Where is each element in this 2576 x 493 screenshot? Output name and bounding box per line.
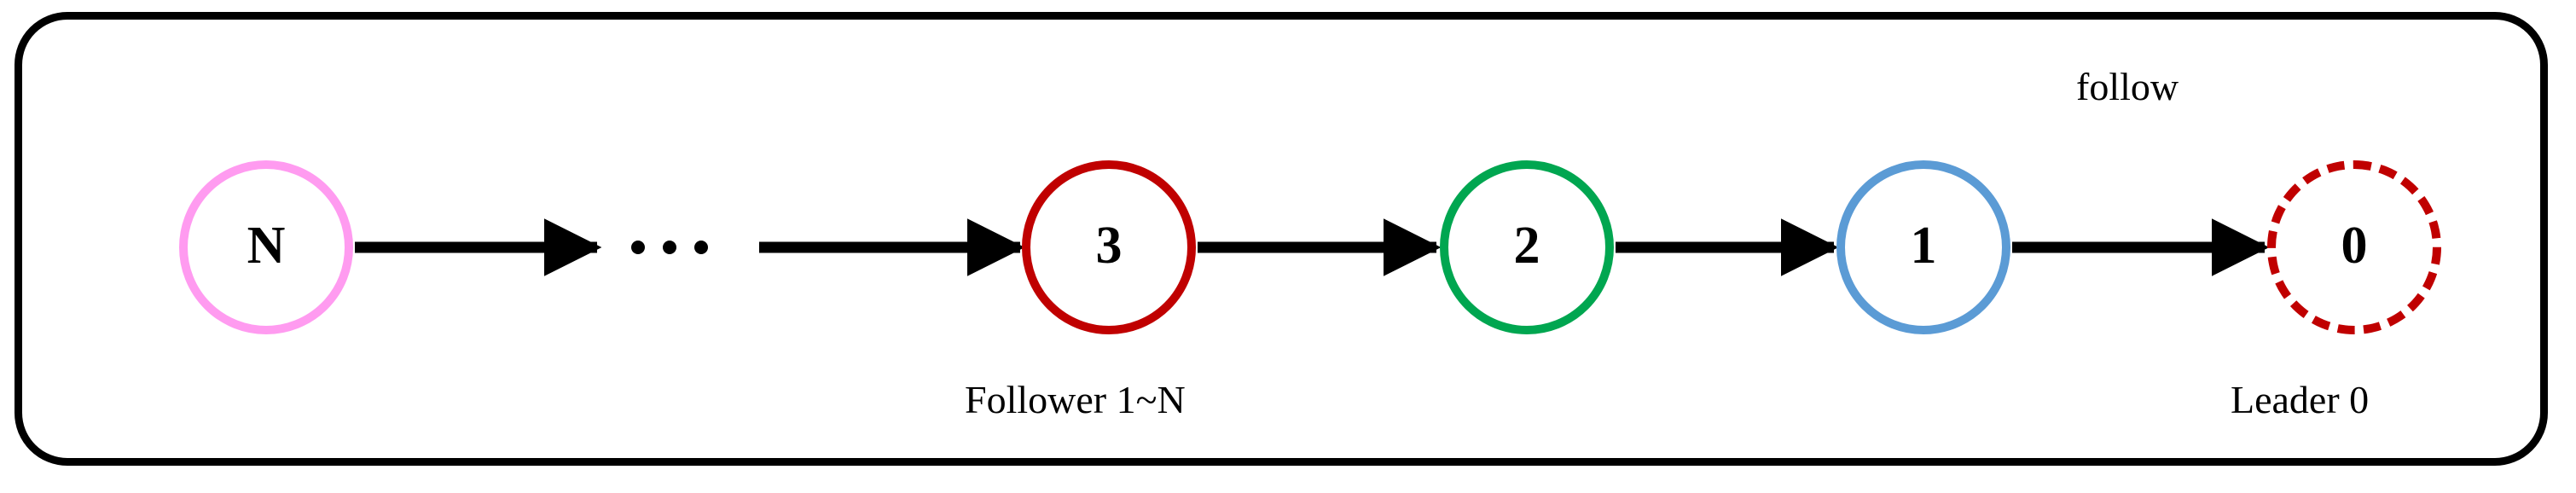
node-label-n: N [247,217,286,275]
ellipsis-dot-1 [631,241,645,254]
group-label-followers: Follower 1~N [965,378,1186,421]
node-follower-2[interactable]: 2 [1440,160,1614,334]
node-leader-0[interactable]: 0 [2267,160,2441,334]
diagram-frame [15,12,2548,466]
node-follower-3[interactable]: 3 [1022,160,1196,334]
node-label-1: 1 [1910,217,1937,275]
node-label-3: 3 [1095,217,1123,275]
node-label-2: 2 [1513,217,1540,275]
edge-label-follow: follow [2076,65,2179,108]
ellipsis-dot-3 [694,241,708,254]
group-label-leader: Leader 0 [2231,378,2370,421]
node-label-0: 0 [2341,217,2368,275]
node-follower-1[interactable]: 1 [1836,160,2010,334]
ellipsis-dots [631,241,708,254]
ellipsis-dot-2 [663,241,676,254]
node-follower-n[interactable]: N [179,160,353,334]
